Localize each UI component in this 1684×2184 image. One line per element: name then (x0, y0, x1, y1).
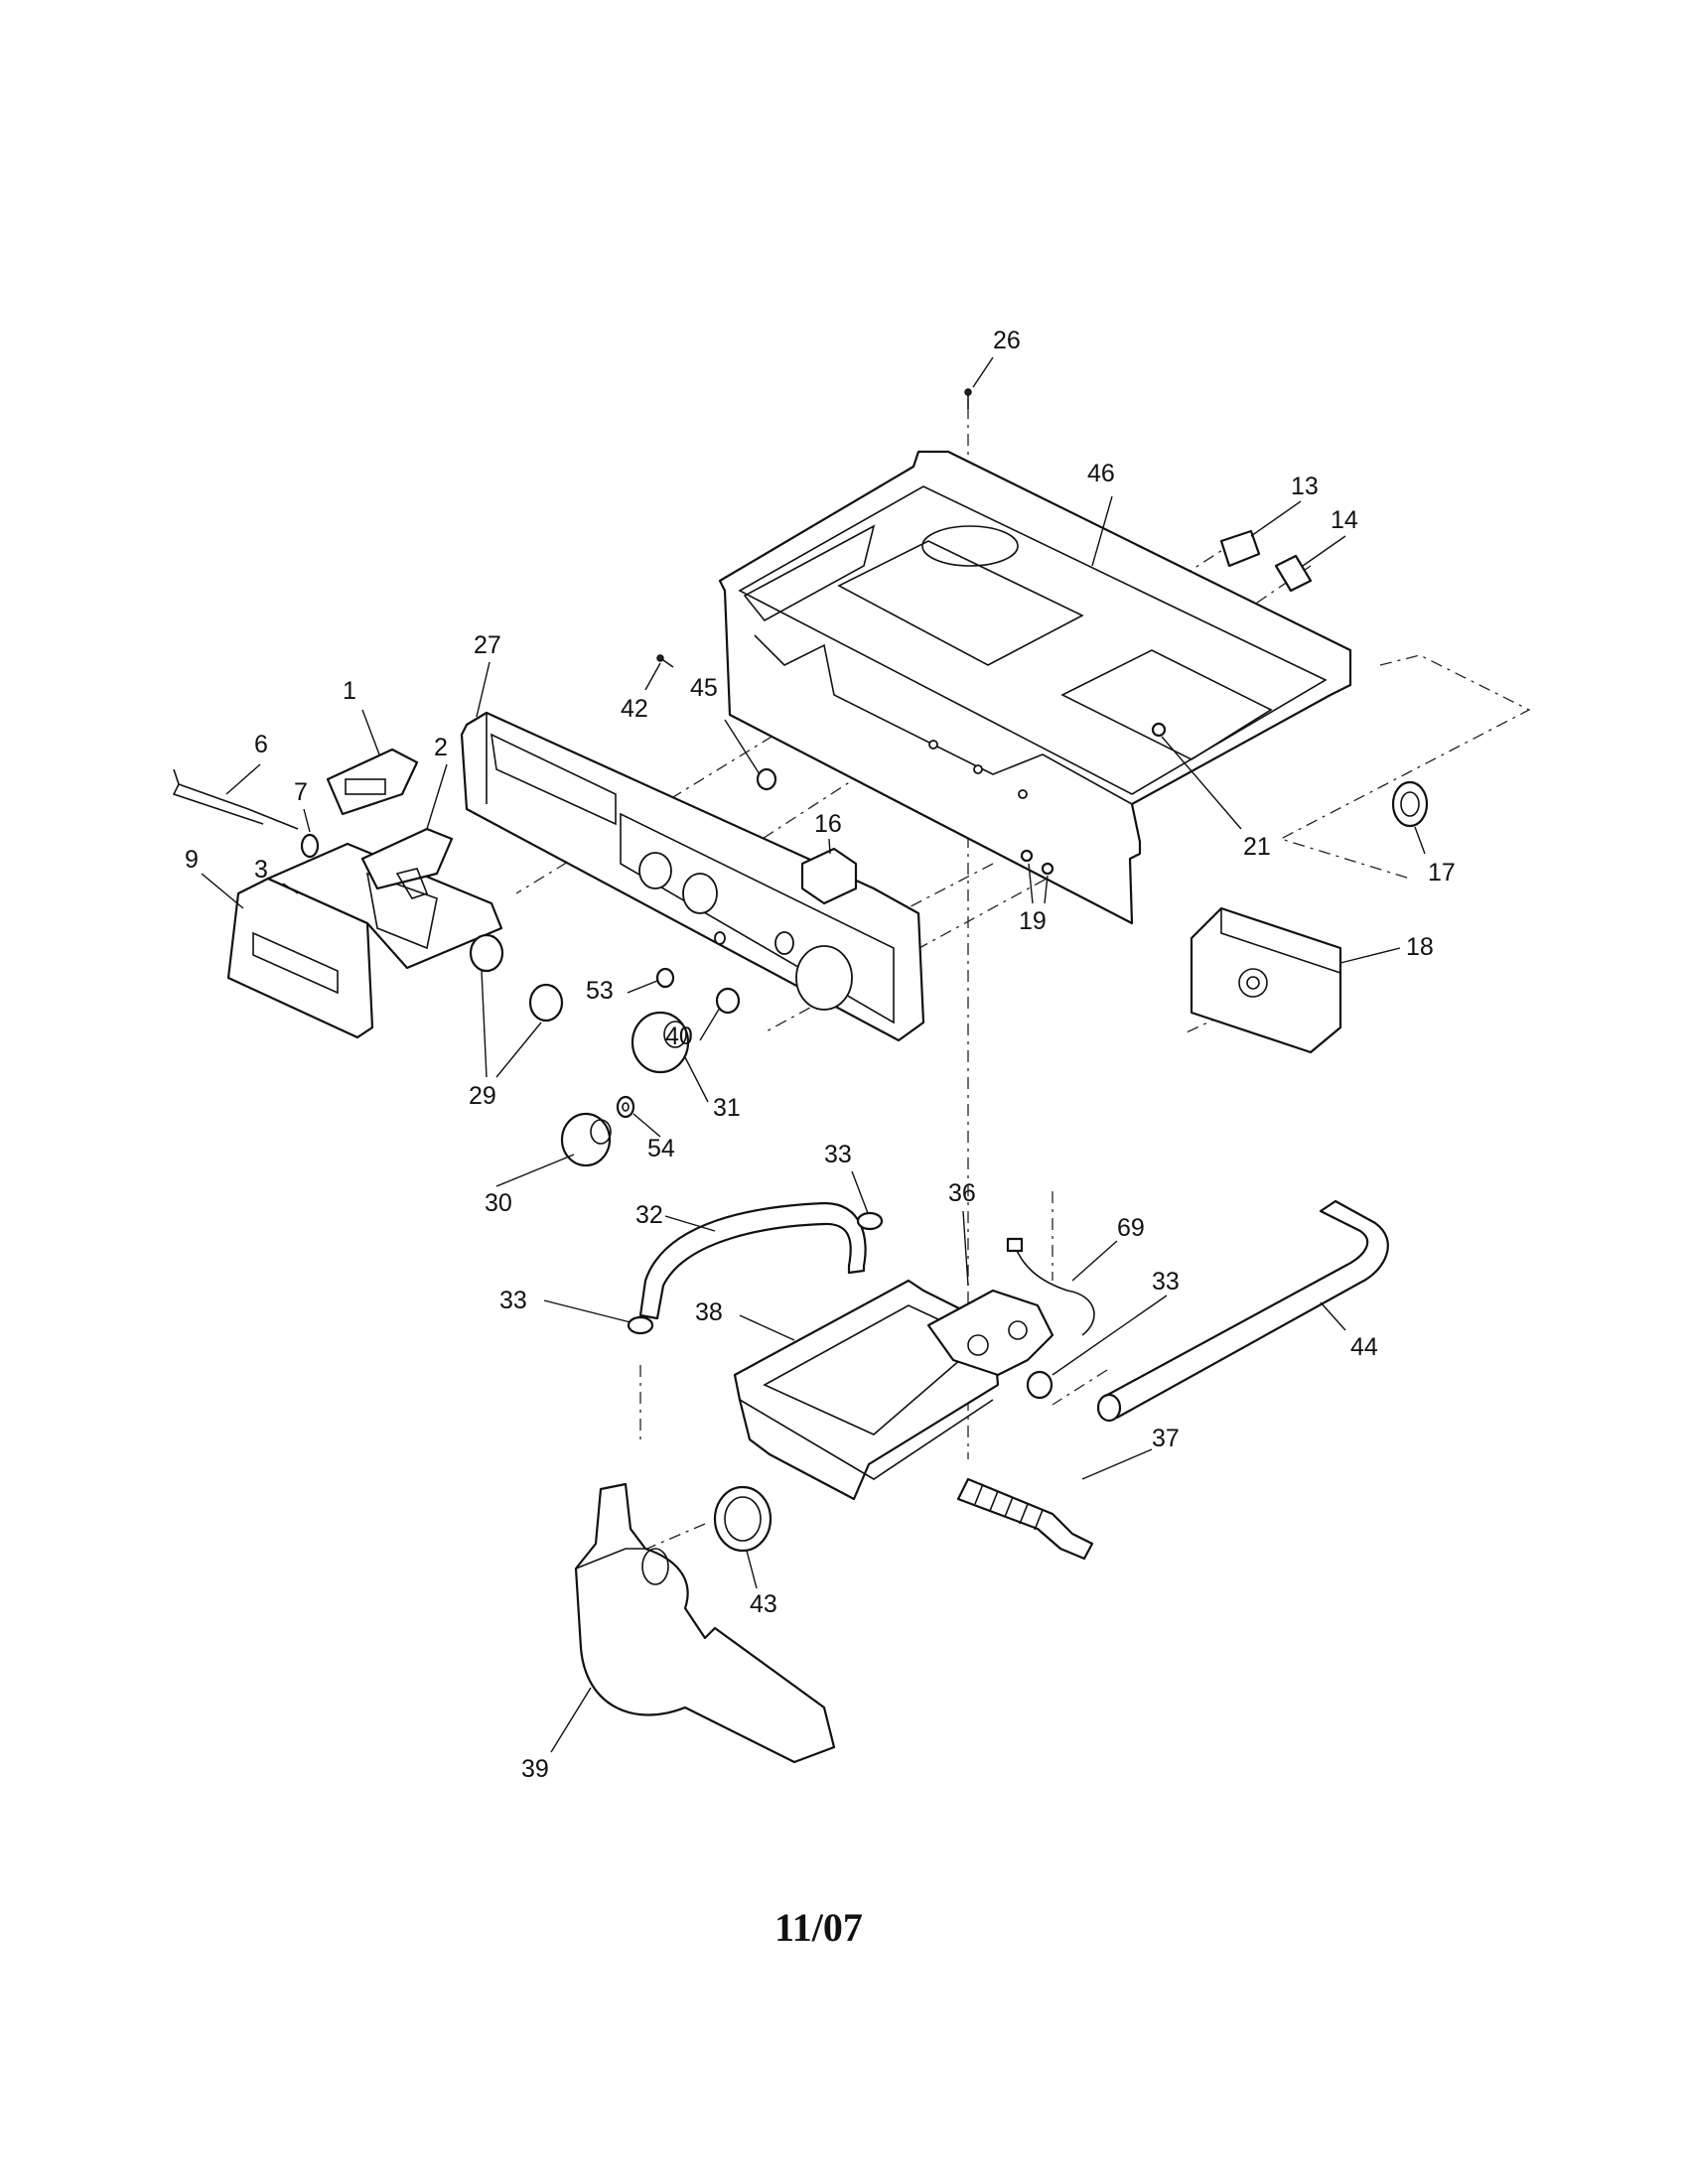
part-69-wire-harness (1006, 1237, 1095, 1336)
part-54-washer (616, 1095, 635, 1119)
part-label-14: 14 (1331, 506, 1358, 534)
part-label-32: 32 (635, 1201, 663, 1229)
part-label-53: 53 (586, 977, 614, 1005)
part-17-knob-selector (1391, 780, 1429, 828)
part-label-17: 17 (1428, 859, 1456, 887)
part-16-relay (800, 847, 858, 905)
part-label-42: 42 (621, 695, 648, 723)
part-33-clamps (627, 1211, 1053, 1400)
part-42-screw (656, 654, 674, 668)
part-label-26: 26 (993, 327, 1021, 354)
part-18-timer-module (1190, 906, 1342, 1054)
part-29-push-buttons (469, 933, 564, 1023)
part-31-knob (631, 1011, 690, 1074)
part-53-spacer (655, 967, 675, 989)
part-label-6: 6 (254, 731, 268, 758)
part-label-69: 69 (1117, 1214, 1145, 1242)
part-label-33b: 33 (499, 1287, 527, 1314)
part-label-9: 9 (185, 846, 199, 874)
part-label-30: 30 (485, 1189, 512, 1217)
part-39-duct (574, 1482, 836, 1764)
part-label-36: 36 (948, 1179, 976, 1207)
part-19-screws (1020, 849, 1054, 876)
part-40-switch (715, 987, 741, 1015)
part-27-control-panel (460, 711, 925, 1042)
part-46-console-frame (718, 450, 1352, 925)
part-45-grommet (756, 767, 777, 791)
part-13-switch (1219, 529, 1261, 568)
part-label-33a: 33 (824, 1141, 852, 1168)
part-number-labels: 1 2 3 6 7 9 13 14 16 17 18 19 21 26 27 2… (185, 327, 1456, 1783)
part-1-dispenser-cap (326, 748, 419, 816)
part-44-drain-hose (1096, 1199, 1389, 1423)
part-label-27: 27 (474, 631, 501, 659)
part-43-gasket (713, 1485, 772, 1553)
part-32-hose (638, 1201, 867, 1320)
part-label-31: 31 (713, 1094, 741, 1122)
part-label-46: 46 (1087, 460, 1115, 487)
part-label-2: 2 (434, 734, 448, 761)
leader-lines (201, 356, 1426, 1753)
part-label-16: 16 (814, 810, 842, 838)
part-label-1: 1 (343, 677, 356, 705)
part-label-54: 54 (647, 1135, 675, 1162)
part-2-dispenser-insert (360, 827, 454, 899)
part-3-dispenser-tray (266, 842, 503, 970)
part-label-37: 37 (1152, 1425, 1180, 1452)
part-label-7: 7 (294, 778, 308, 806)
part-label-18: 18 (1406, 933, 1434, 961)
part-label-45: 45 (690, 674, 718, 702)
part-6-dispenser-lever (172, 768, 299, 830)
part-26-screw (964, 388, 972, 409)
part-label-40: 40 (665, 1023, 693, 1050)
part-label-3: 3 (254, 856, 268, 884)
part-label-13: 13 (1291, 473, 1319, 500)
part-label-19: 19 (1019, 907, 1047, 935)
part-37-corrugated-hose (956, 1477, 1094, 1561)
part-21-screw (1151, 722, 1167, 738)
part-36-water-valve (926, 1289, 1054, 1377)
date-code: 11/07 (774, 1905, 863, 1950)
part-7-small-clip (300, 833, 320, 859)
part-label-21: 21 (1243, 833, 1271, 861)
part-label-39: 39 (521, 1755, 549, 1783)
part-14-bracket (1274, 554, 1313, 593)
part-label-33c: 33 (1152, 1268, 1180, 1296)
part-label-38: 38 (695, 1298, 723, 1326)
part-label-29: 29 (469, 1082, 496, 1110)
part-label-43: 43 (750, 1590, 777, 1618)
part-30-knob (560, 1112, 612, 1167)
part-label-44: 44 (1350, 1333, 1378, 1361)
